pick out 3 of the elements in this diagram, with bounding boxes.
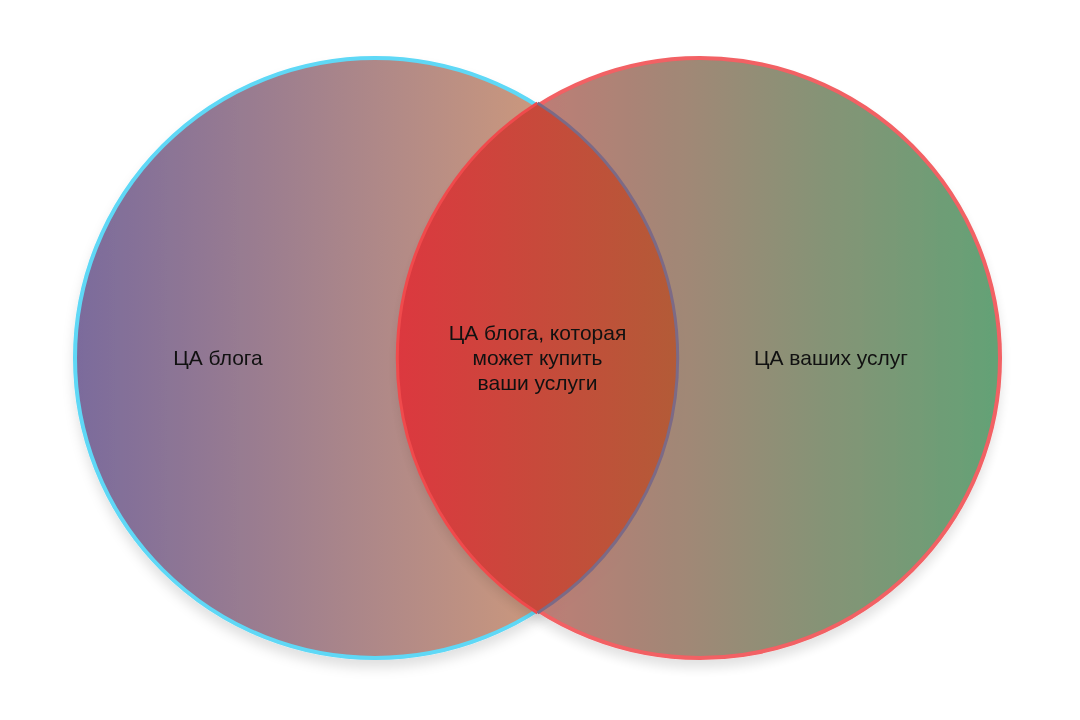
venn-label: ЦА блога: [172, 345, 264, 371]
venn-label: ЦА ваших услуг: [752, 345, 910, 371]
venn-label: ЦА блога, которая может купить ваши услуги: [447, 320, 628, 396]
